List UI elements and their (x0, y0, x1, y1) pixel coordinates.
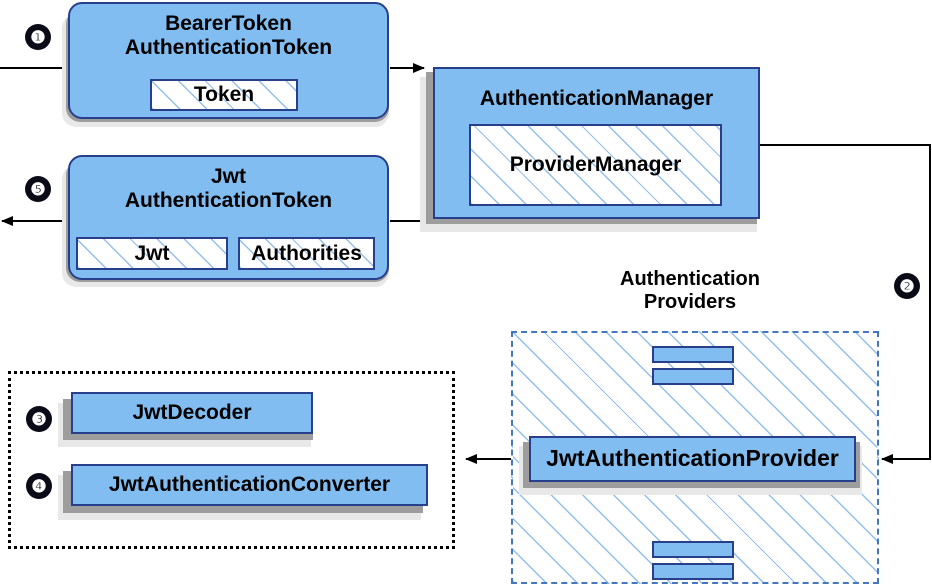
jwt-token-title-line1: Jwt (210, 165, 246, 188)
authorities-inner-label: Authorities (251, 241, 362, 265)
token-inner-box[interactable]: Token (150, 79, 298, 111)
provider-manager-label: ProviderManager (509, 153, 682, 176)
jwt-authentication-provider-node[interactable]: JwtAuthenticationProvider (529, 436, 856, 482)
jwt-decoder-node[interactable]: JwtDecoder (71, 392, 313, 434)
authentication-providers-caption-line1: Authentication (620, 268, 760, 290)
provider-placeholder-bar-top-2 (652, 368, 734, 385)
step-bullet-1: ❶ (25, 24, 51, 50)
token-label: Token (193, 83, 255, 106)
bearer-token-title-line1: BearerToken (165, 12, 292, 35)
authorities-inner-box[interactable]: Authorities (238, 237, 375, 270)
bearer-token-title-line2: AuthenticationToken (124, 35, 333, 59)
step-bullet-2: ❷ (894, 273, 920, 299)
provider-manager-inner-box[interactable]: ProviderManager (469, 124, 722, 206)
jwt-support-components-region (8, 371, 455, 549)
step-bullet-3: ❸ (26, 406, 52, 432)
provider-placeholder-bar-bottom-2 (652, 563, 734, 580)
provider-placeholder-bar-top-1 (652, 346, 734, 363)
provider-placeholder-bar-bottom-1 (652, 541, 734, 558)
jwt-inner-label: Jwt (134, 241, 170, 265)
authentication-providers-caption-line2: Providers (643, 291, 737, 314)
step-bullet-5: ❺ (25, 176, 51, 202)
jwt-authentication-converter-node[interactable]: JwtAuthenticationConverter (71, 464, 428, 506)
jwt-token-title-line2: AuthenticationToken (124, 188, 333, 212)
authentication-manager-title: AuthenticationManager (479, 87, 714, 110)
step-bullet-4: ❹ (26, 473, 52, 499)
jwt-inner-box[interactable]: Jwt (76, 237, 228, 270)
authentication-providers-caption: Authentication Providers (565, 268, 815, 314)
